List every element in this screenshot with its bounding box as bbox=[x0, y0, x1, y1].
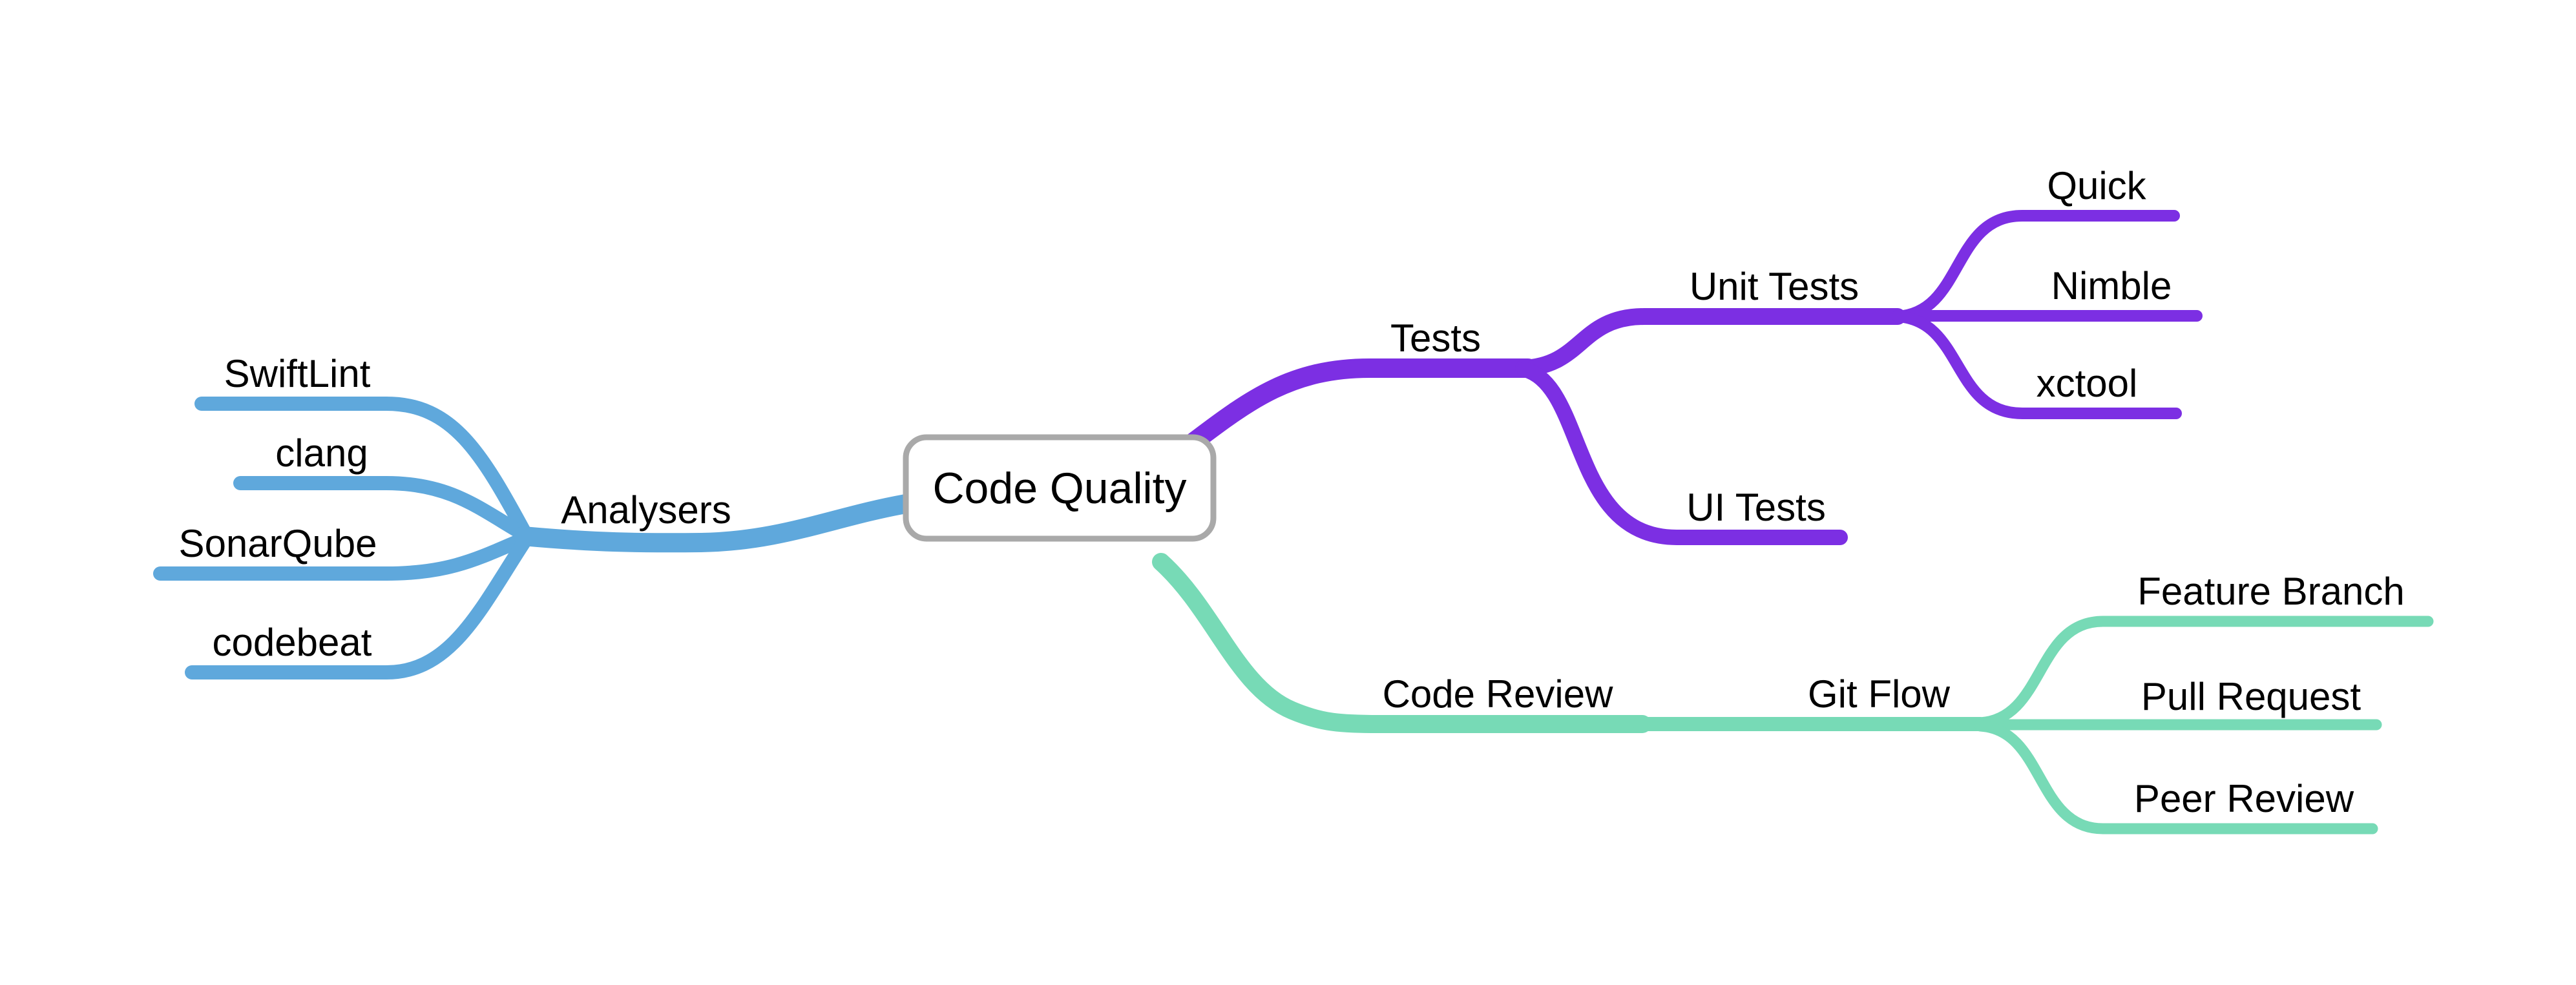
node-xctool[interactable]: xctool bbox=[2037, 362, 2138, 405]
node-code-review[interactable]: Code Review bbox=[1383, 672, 1614, 716]
node-peer-review[interactable]: Peer Review bbox=[2134, 777, 2354, 820]
node-unit-tests[interactable]: Unit Tests bbox=[1690, 265, 1859, 308]
branch-code-review: Code Review Git Flow Feature Branch Pull… bbox=[1152, 553, 2434, 835]
node-clang[interactable]: clang bbox=[275, 431, 368, 475]
branch-swiftlint-line bbox=[194, 397, 533, 542]
node-tests[interactable]: Tests bbox=[1390, 316, 1481, 360]
branch-ui-tests-line bbox=[1517, 362, 1848, 545]
branch-tests-trunk bbox=[1184, 358, 1538, 451]
node-pull-request[interactable]: Pull Request bbox=[2141, 675, 2361, 718]
node-quick[interactable]: Quick bbox=[2047, 164, 2146, 207]
root-node-label[interactable]: Code Quality bbox=[932, 464, 1186, 513]
node-analysers[interactable]: Analysers bbox=[561, 488, 731, 532]
branch-quick-line bbox=[1892, 210, 2180, 322]
branch-peer-review-line bbox=[1974, 720, 2378, 835]
node-codebeat[interactable]: codebeat bbox=[213, 621, 372, 664]
node-feature-branch[interactable]: Feature Branch bbox=[2137, 570, 2405, 613]
root-node[interactable]: Code Quality bbox=[903, 434, 1217, 542]
node-swiftlint[interactable]: SwiftLint bbox=[224, 352, 371, 395]
branch-unit-tests-line bbox=[1515, 308, 1906, 377]
branch-code-review-trunk bbox=[1152, 553, 1651, 733]
node-nimble[interactable]: Nimble bbox=[2051, 264, 2172, 307]
branch-analysers: SwiftLint clang SonarQube codebeat Analy… bbox=[153, 352, 916, 679]
branch-codebeat-line bbox=[185, 532, 533, 679]
node-git-flow[interactable]: Git Flow bbox=[1808, 672, 1951, 716]
branch-analysers-trunk bbox=[514, 494, 916, 553]
branch-xctool-line bbox=[1892, 311, 2182, 419]
node-ui-tests[interactable]: UI Tests bbox=[1686, 486, 1826, 529]
branch-tests: Tests Unit Tests UI Tests Quick Nimble x… bbox=[1184, 164, 2203, 545]
branch-sonarqube-line bbox=[153, 531, 533, 581]
root-node-box[interactable] bbox=[903, 434, 1217, 542]
node-sonarqube[interactable]: SonarQube bbox=[179, 522, 377, 565]
branch-clang-line bbox=[233, 476, 533, 543]
branch-feature-branch-line bbox=[1974, 616, 2434, 729]
